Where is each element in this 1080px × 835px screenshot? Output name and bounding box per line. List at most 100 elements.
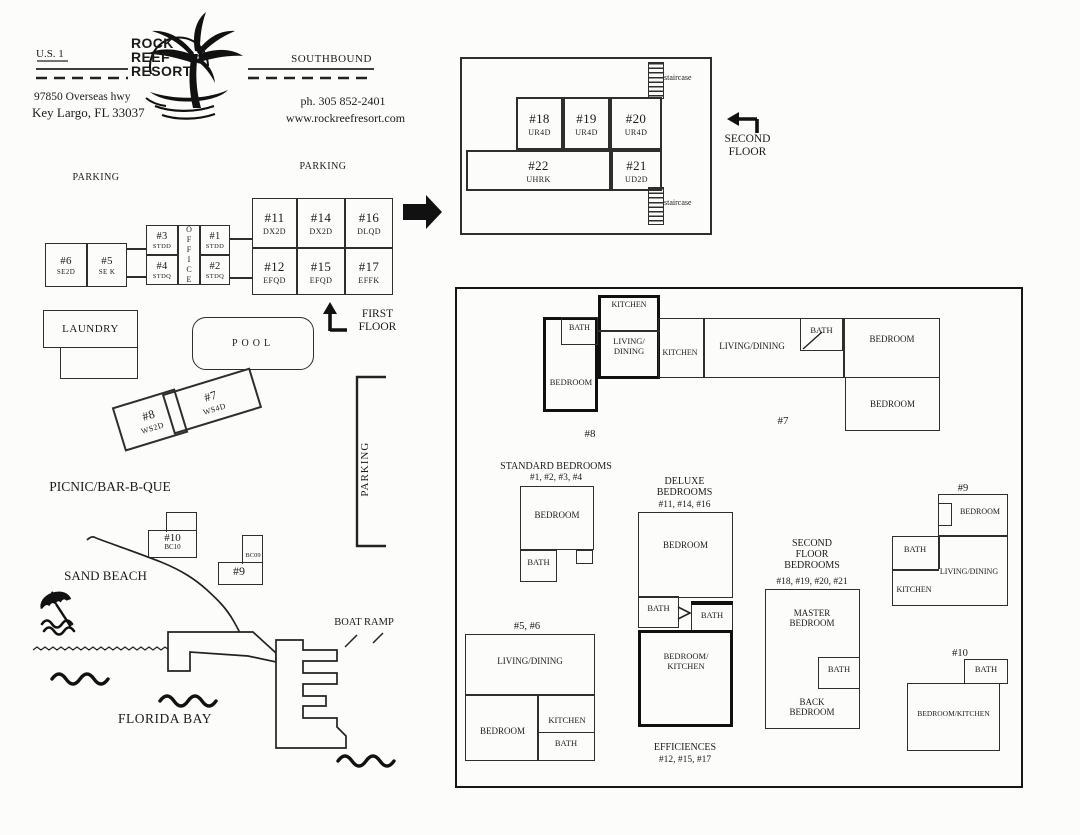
plan9-bath-label: BATH <box>903 544 927 554</box>
sfb-master-label: MASTER BEDROOM <box>789 608 835 629</box>
unit-code: UR4D <box>528 127 551 137</box>
dock-left <box>167 631 277 672</box>
unit-code: UR4D <box>575 127 598 137</box>
plan9-kitchen-label: KITCHEN <box>896 585 932 594</box>
unit-box-14: #14 DX2D <box>297 198 345 248</box>
plan9-bedroom-label: BEDROOM <box>959 507 1000 516</box>
unit-number: #12 <box>264 258 285 274</box>
unit-number: #20 <box>625 110 647 126</box>
connector-line <box>230 238 252 240</box>
plan7-bath-label: BATH <box>810 325 833 335</box>
first-floor-arrow-icon <box>328 312 347 332</box>
unit-box-6: #6 SE2D <box>45 243 87 287</box>
boat-ramp-label: BOAT RAMP <box>334 617 394 628</box>
unit-code: DX2D <box>263 227 286 236</box>
unit-box-15: #15 EFQD <box>297 248 345 295</box>
laundry-building: LAUNDRY <box>43 310 138 348</box>
plan56-wall <box>465 694 595 696</box>
unit-number: #6 <box>60 254 72 267</box>
plan8-kitchen-label: KITCHEN <box>611 300 647 309</box>
unit-box-19: #19 UR4D <box>563 97 610 150</box>
office-label: OFFICE <box>184 225 194 285</box>
plan56-wall <box>537 694 539 761</box>
staircase-hatch-bottom <box>648 187 664 225</box>
plan7-bath <box>800 318 843 351</box>
plan7-wall <box>843 318 845 378</box>
connector-line <box>230 277 252 279</box>
unit-box-1: #1 STDD <box>200 225 230 255</box>
plan7-bedroom-upper-label: BEDROOM <box>869 334 915 344</box>
unit-box-17: #17 EFFK <box>345 248 393 295</box>
unit-code: EFFK <box>358 275 380 285</box>
right-arrow-icon <box>403 195 442 229</box>
deluxe-bath-bold-wall <box>691 601 733 605</box>
efficiency-unit <box>638 630 733 727</box>
unit-code: STDQ <box>152 272 172 280</box>
deluxe-bedroom <box>638 512 733 598</box>
logo-line-3: RESORT <box>131 63 192 79</box>
phone-label: ph. 305 852-2401 <box>300 94 386 108</box>
unit-code: SE K <box>98 267 116 276</box>
efficiencies-subtitle: #12, #15, #17 <box>658 755 712 765</box>
plan8-living-label: LIVING/ DINING <box>613 336 645 356</box>
plan56-bedroom-label: BEDROOM <box>479 726 525 736</box>
plan8-left-block <box>543 317 598 412</box>
unit-number: #4 <box>156 260 168 272</box>
unit-number: #2 <box>209 260 221 272</box>
first-floor-arrowhead <box>323 302 337 314</box>
pool-label: POOL <box>231 338 275 349</box>
standard-bedroom <box>520 486 594 550</box>
unit-code: STDQ <box>205 272 225 280</box>
plan10-label: #10 <box>952 648 968 659</box>
plan10-bath-label: BATH <box>974 664 998 674</box>
plan7-living-label: LIVING/DINING <box>719 341 785 351</box>
plan7-strip <box>658 318 940 378</box>
second-floor-label: SECOND FLOOR <box>724 133 771 158</box>
sfb-title: SECOND FLOOR BEDROOMS <box>784 538 840 572</box>
address-street: 97850 Overseas hwy <box>34 91 131 103</box>
plan8-wall <box>598 330 660 332</box>
unit-box-12: #12 EFQD <box>252 248 297 295</box>
efficiency-room-label: BEDROOM/ KITCHEN <box>663 651 709 671</box>
address-city: Key Largo, FL 33037 <box>32 105 145 120</box>
plan7-lower-bedroom <box>845 377 940 431</box>
deluxe-bath-left-label: BATH <box>647 603 670 613</box>
plan7-bedroom-lower-label: BEDROOM <box>869 399 915 409</box>
first-floor-label: FIRST FLOOR <box>358 308 397 333</box>
unit-box-3: #3 STDD <box>146 225 178 255</box>
building-8: #8 WS2D <box>111 388 189 452</box>
umbrella-waves-icon <box>40 619 76 636</box>
standard-subtitle: #1, #2, #3, #4 <box>529 473 583 483</box>
unit-number: #15 <box>310 258 332 274</box>
standard-bedroom-label: BEDROOM <box>534 510 580 520</box>
plan9-living-label: LIVING/DINING <box>939 567 999 576</box>
plan8-bedroom-label: BEDROOM <box>549 377 593 387</box>
plan8-label: #8 <box>584 428 596 440</box>
unit-box-11: #11 DX2D <box>252 198 297 248</box>
sfb-bath-label: BATH <box>827 664 851 674</box>
unit-box-2: #2 STDQ <box>200 255 230 285</box>
unit-code-9: BC09 <box>245 552 261 559</box>
unit-code: UR4D <box>624 127 648 137</box>
floor-plans-outline <box>455 287 1023 788</box>
unit-number: #5 <box>101 254 113 267</box>
sfb-back-label: BACK BEDROOM <box>789 697 835 718</box>
unit-code: EFQD <box>309 275 333 285</box>
standard-bath-label: BATH <box>527 557 550 567</box>
unit-number: #18 <box>529 110 550 126</box>
unit-code: SE2D <box>56 267 76 276</box>
dock-piers <box>275 639 347 749</box>
unit-box-18: #18 UR4D <box>516 97 563 150</box>
unit-number: #19 <box>576 110 597 126</box>
sand-beach-label: SAND BEACH <box>64 568 147 583</box>
website-label: www.rockreefresort.com <box>285 111 406 125</box>
florida-bay-label: FLORIDA BAY <box>118 711 212 726</box>
unit-number: #22 <box>528 157 549 173</box>
parking-label-left: PARKING <box>72 172 120 183</box>
staircase-label-bottom: staircase <box>664 198 692 207</box>
plan9-lower <box>892 536 1008 606</box>
plan9-wall <box>938 536 940 569</box>
plan10-room <box>907 683 1000 751</box>
office-box: OFFICE <box>178 225 200 285</box>
